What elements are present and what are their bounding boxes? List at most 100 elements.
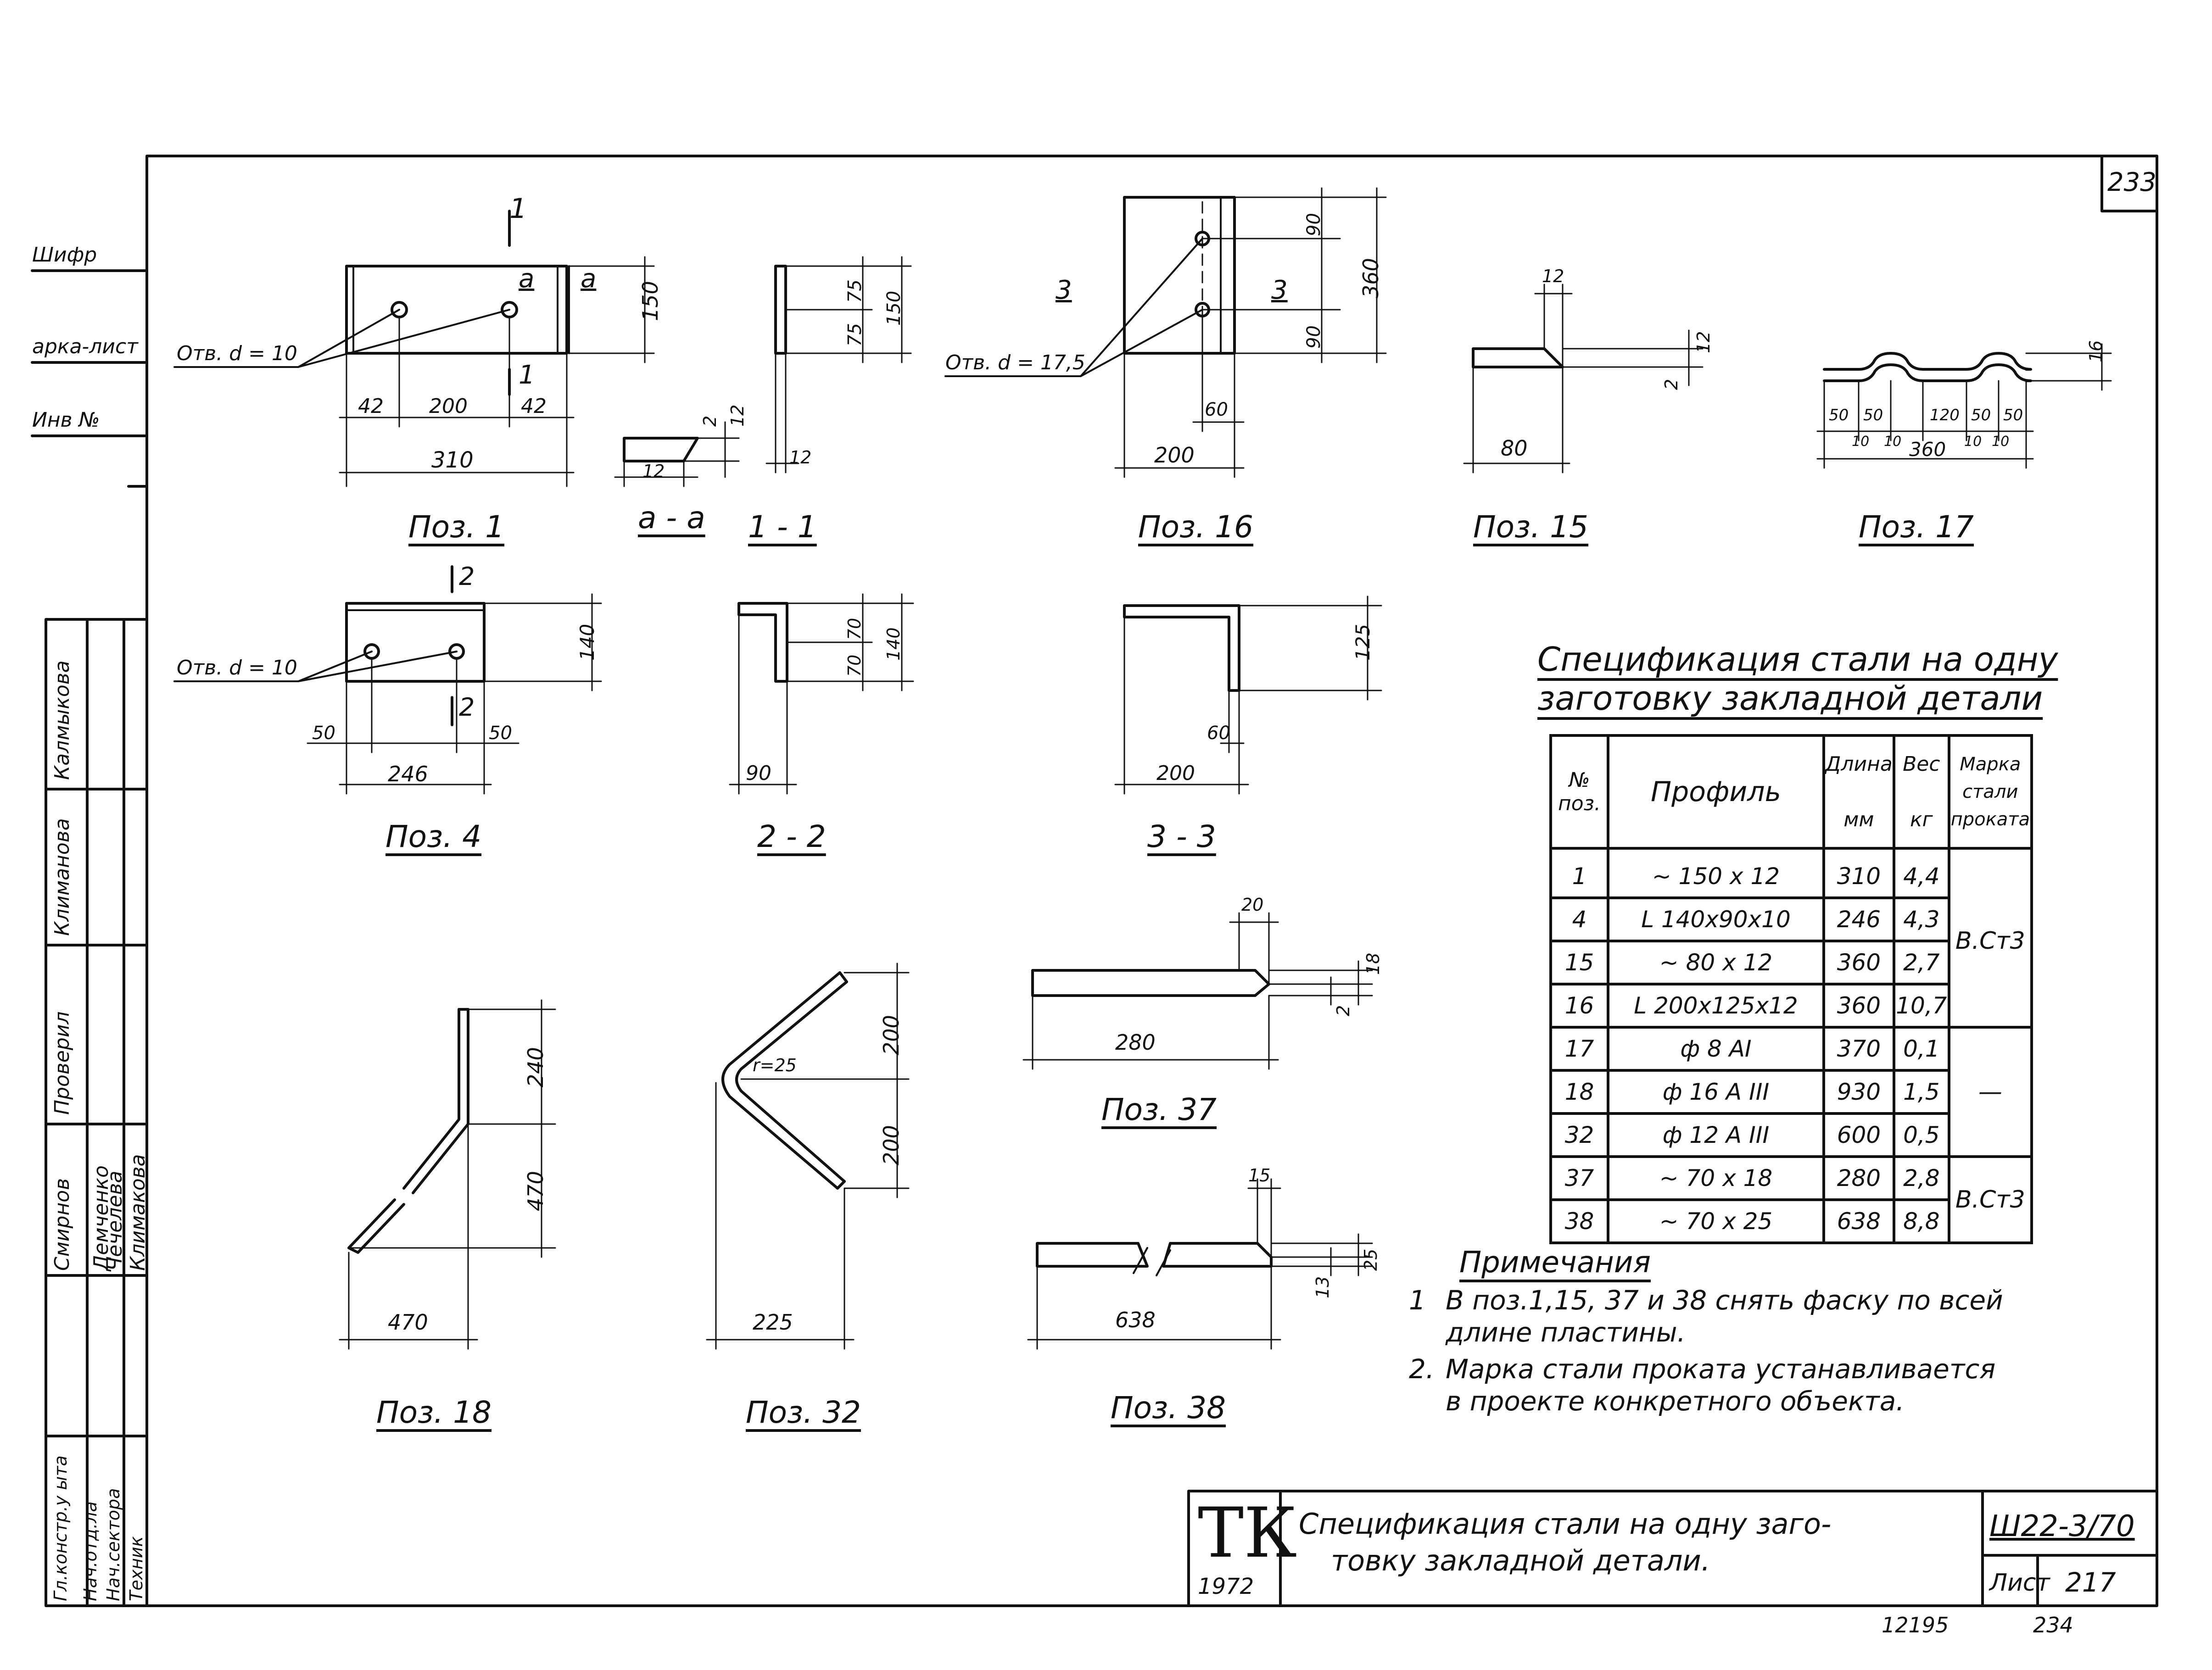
side-frame-top [31, 228, 148, 488]
spec-cell-weight: 4,3 [1892, 896, 1950, 942]
sec11-dim-12: 12 [789, 447, 812, 468]
poz16-mark-3-right: 3 [1271, 275, 1288, 305]
poz16-mark-3-left: 3 [1056, 275, 1072, 305]
sec11-dim-150: 150 [883, 290, 905, 326]
poz1-dim-200: 200 [429, 395, 468, 418]
poz18-dim-470v: 470 [523, 1171, 548, 1211]
poz16-hole-label: Отв. d = 17,5 [945, 351, 1085, 374]
title-block-logo: ТК [1198, 1493, 1297, 1573]
spec-cell-length: 310 [1822, 847, 1895, 899]
poz37-dim-18: 18 [1363, 952, 1383, 975]
poz1-dim-42b: 42 [521, 395, 547, 418]
sec33-dim-200: 200 [1156, 762, 1195, 785]
spec-cell-profile: ~ 150 x 12 [1607, 847, 1825, 899]
spec-row: 18 ф 16 A III 930 1,5 [1549, 1069, 2032, 1115]
poz16-geometry [944, 187, 1387, 478]
poz1-geometry [173, 210, 655, 487]
poz17-dim-50c: 50 [1971, 406, 1991, 424]
sec22-geometry [729, 593, 914, 795]
sec22-dim-140: 140 [883, 627, 904, 661]
stamp-name-3: Чечелева [103, 1170, 127, 1271]
poz1-caption: Поз. 1 [408, 509, 505, 545]
poz37-dim-2: 2 [1333, 1005, 1353, 1016]
poz4-hole-label: Отв. d = 10 [177, 656, 297, 679]
spec-cell-length: 280 [1822, 1155, 1895, 1201]
sec33-geometry [1114, 596, 1382, 795]
title-block-title-line-2: товку закладной детали. [1331, 1544, 1710, 1577]
stamp-role-4: Техник [126, 1536, 146, 1601]
poz4-dim-50a: 50 [312, 723, 335, 744]
poz17-dim-16: 16 [2086, 340, 2106, 362]
sec22-dim-70a: 70 [844, 618, 865, 640]
poz1-dim-42a: 42 [358, 395, 384, 418]
poz17-dim-50d: 50 [2003, 406, 2023, 424]
poz16-dim-360: 360 [1358, 258, 1383, 298]
poz4-mark-2-bottom: 2 [459, 693, 475, 722]
poz15-dim-12v: 12 [1693, 331, 1714, 353]
spec-cell-grade: В.Ст3 [1947, 1155, 2033, 1244]
poz15-dim-2: 2 [1661, 379, 1681, 390]
poz18-caption: Поз. 18 [376, 1395, 492, 1430]
title-block-grid [1187, 1490, 2158, 1607]
note-1-line-2: длине пластины. [1446, 1317, 1686, 1348]
aa-dim-12h: 12 [642, 461, 665, 481]
poz17-dim-360: 360 [1909, 438, 1946, 461]
spec-row: 17 ф 8 AI 370 0,1 — [1549, 1026, 2033, 1158]
spec-cell-pos: 32 [1549, 1112, 1609, 1158]
sec11-dim-75a: 75 [844, 279, 866, 303]
poz32-dim-225: 225 [753, 1310, 793, 1335]
poz17-caption: Поз. 17 [1859, 509, 1974, 545]
spec-cell-length: 370 [1822, 1026, 1895, 1072]
poz15-geometry [1463, 284, 1704, 473]
poz32-dim-r25: r=25 [753, 1055, 797, 1075]
poz38-caption: Поз. 38 [1111, 1390, 1226, 1425]
spec-cell-pos: 1 [1549, 847, 1609, 899]
poz16-dim-90a: 90 [1303, 213, 1324, 236]
corner-sheet-number: 233 [2107, 167, 2156, 197]
spec-cell-profile: ~ 70 x 25 [1607, 1198, 1825, 1244]
poz1-mark-1-top: 1 [509, 193, 527, 225]
spec-cell-profile: ф 12 A III [1607, 1112, 1825, 1158]
spec-cell-length: 930 [1822, 1069, 1895, 1115]
note-2-line-1: Марка стали проката устанавливается [1446, 1353, 1996, 1385]
sec33-dim-125: 125 [1352, 623, 1374, 661]
poz38-dim-25: 25 [1361, 1248, 1381, 1271]
stamp-role-2: Нач.отд.ла [80, 1501, 101, 1601]
sec33-dim-60: 60 [1207, 723, 1230, 744]
spec-cell-pos: 16 [1549, 983, 1609, 1029]
poz4-dim-246: 246 [388, 762, 428, 786]
poz38-dim-638: 638 [1115, 1308, 1156, 1332]
title-block-sheet-number: 217 [2065, 1567, 2116, 1598]
note-2-line-2: в проекте конкретного объекта. [1446, 1386, 1905, 1417]
spec-header-pos: № поз. [1549, 734, 1609, 850]
poz1-mark-1-bottom: 1 [519, 360, 535, 390]
spec-cell-pos: 18 [1549, 1069, 1609, 1115]
bottom-number-left: 12195 [1882, 1613, 1949, 1637]
stamp-sign-3: Проверил [50, 1011, 74, 1115]
spec-header-weight: Вес кг [1892, 734, 1950, 850]
sec11-caption: 1 - 1 [748, 509, 817, 545]
stamp-sign-1: Калмыкова [50, 660, 74, 780]
spec-row: 4 L 140x90x10 246 4,3 [1549, 896, 2032, 942]
title-block-code: Ш22-3/70 [1989, 1509, 2135, 1543]
title-block-sheet-label: Лист [1989, 1569, 2050, 1597]
aa-geometry [614, 421, 740, 487]
poz37-dim-280: 280 [1115, 1030, 1156, 1055]
sec11-geometry [765, 256, 912, 473]
poz17-dim-50b: 50 [1863, 406, 1883, 424]
poz18-geometry [339, 999, 556, 1350]
sec11-dim-75b: 75 [844, 323, 866, 346]
poz17-dim-10a: 10 [1852, 434, 1870, 450]
poz17-dim-50a: 50 [1829, 406, 1849, 424]
stamp-role-3: Нач.сектора [103, 1488, 123, 1601]
poz37-geometry [1022, 912, 1373, 1070]
spec-cell-grade: — [1947, 1026, 2033, 1158]
spec-cell-profile: L 200x125x12 [1607, 983, 1825, 1029]
note-1-number: 1 [1409, 1285, 1426, 1316]
spec-cell-profile: ф 8 AI [1607, 1026, 1825, 1072]
spec-cell-length: 600 [1822, 1112, 1895, 1158]
poz15-caption: Поз. 15 [1473, 509, 1589, 545]
note-1-line-1: В поз.1,15, 37 и 38 снять фаску по всей [1446, 1285, 2003, 1316]
poz17-dim-10c: 10 [1964, 434, 1982, 450]
poz4-dim-50b: 50 [489, 723, 512, 744]
